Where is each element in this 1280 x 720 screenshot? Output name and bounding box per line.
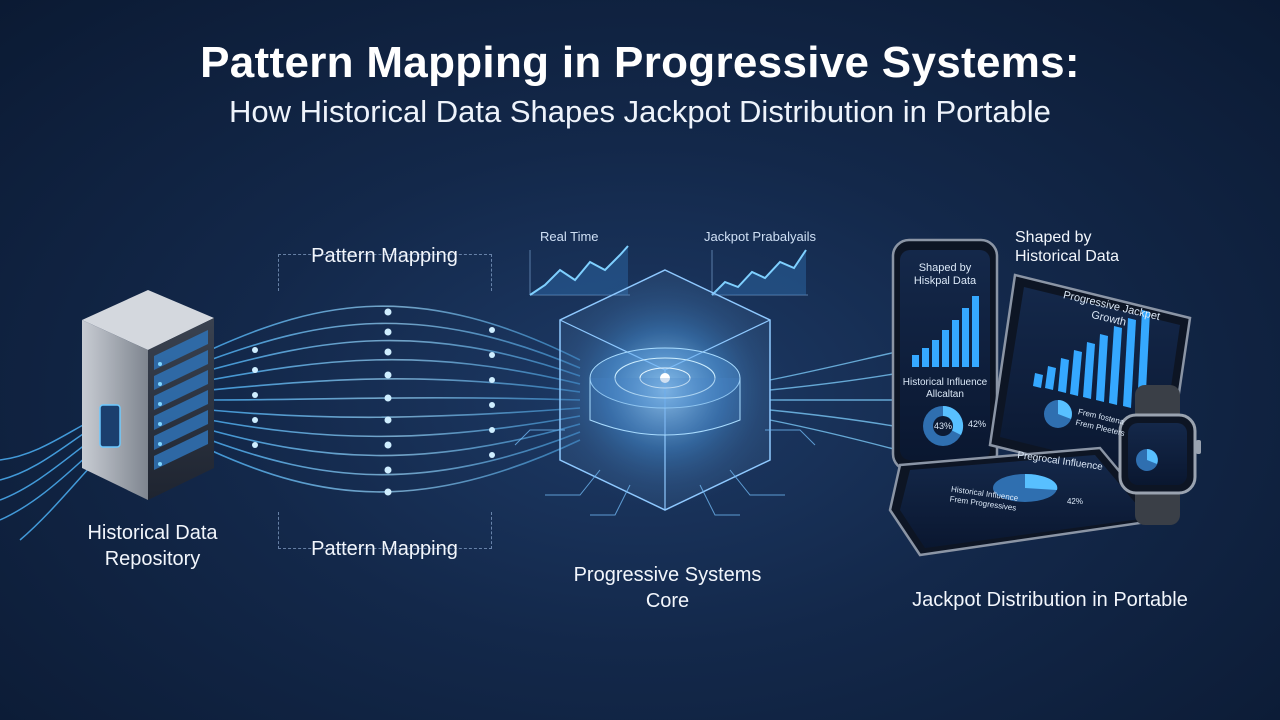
- base-percent: 42%: [1066, 497, 1083, 506]
- core-label-line2: Core: [645, 590, 690, 612]
- phone-subtitle-line1: Historical Influence: [902, 377, 988, 388]
- core-label: Progressive Systems Core: [545, 562, 790, 614]
- core-label-line1: Progressive Systems: [573, 564, 762, 586]
- phone-subtitle-line2: Allcaltan: [926, 389, 964, 400]
- mini-chart-left-label: Real Time: [540, 229, 599, 244]
- smartphone: [891, 238, 999, 472]
- mini-chart-right-label: Jackpot Prabalyails: [704, 229, 816, 244]
- flow-nodes: [252, 308, 495, 496]
- pattern-mapping-bottom-label: Pattern Mapping: [311, 538, 458, 560]
- repository-label: Historical Data Repository: [60, 520, 245, 572]
- pattern-mapping-top-label: Pattern Mapping: [311, 245, 458, 267]
- phone-title-line2: Hiskpal Data: [913, 275, 977, 287]
- shaped-label: Shaped by Historical Data: [1015, 228, 1145, 266]
- page-subtitle: How Historical Data Shapes Jackpot Distr…: [229, 94, 1051, 129]
- shaped-label-line1: Shaped by: [1015, 229, 1092, 246]
- phone-title: Shaped by Hiskpal Data: [902, 262, 988, 288]
- repository-label-line1: Historical Data: [87, 522, 218, 544]
- page-title: Pattern Mapping in Progressive Systems:: [200, 38, 1080, 87]
- data-flow-lines: [209, 305, 581, 493]
- output-beam: [769, 349, 906, 453]
- server-tower: [82, 290, 214, 500]
- phone-percent-2: 42%: [967, 419, 986, 429]
- phone-subtitle: Historical Influence Allcaltan: [900, 377, 990, 401]
- phone-title-line1: Shaped by: [918, 262, 972, 274]
- smartwatch: [1118, 385, 1201, 525]
- base-tablet: [888, 446, 1163, 557]
- pattern-bracket-top: [278, 254, 492, 291]
- progressive-core: [514, 269, 816, 516]
- repository-label-line2: Repository: [104, 548, 201, 570]
- distribution-label: Jackpot Distribution in Portable: [912, 589, 1188, 611]
- pattern-bracket-bottom: [278, 512, 492, 549]
- shaped-label-line2: Historical Data: [1015, 248, 1120, 265]
- phone-percent: 43%: [933, 421, 952, 431]
